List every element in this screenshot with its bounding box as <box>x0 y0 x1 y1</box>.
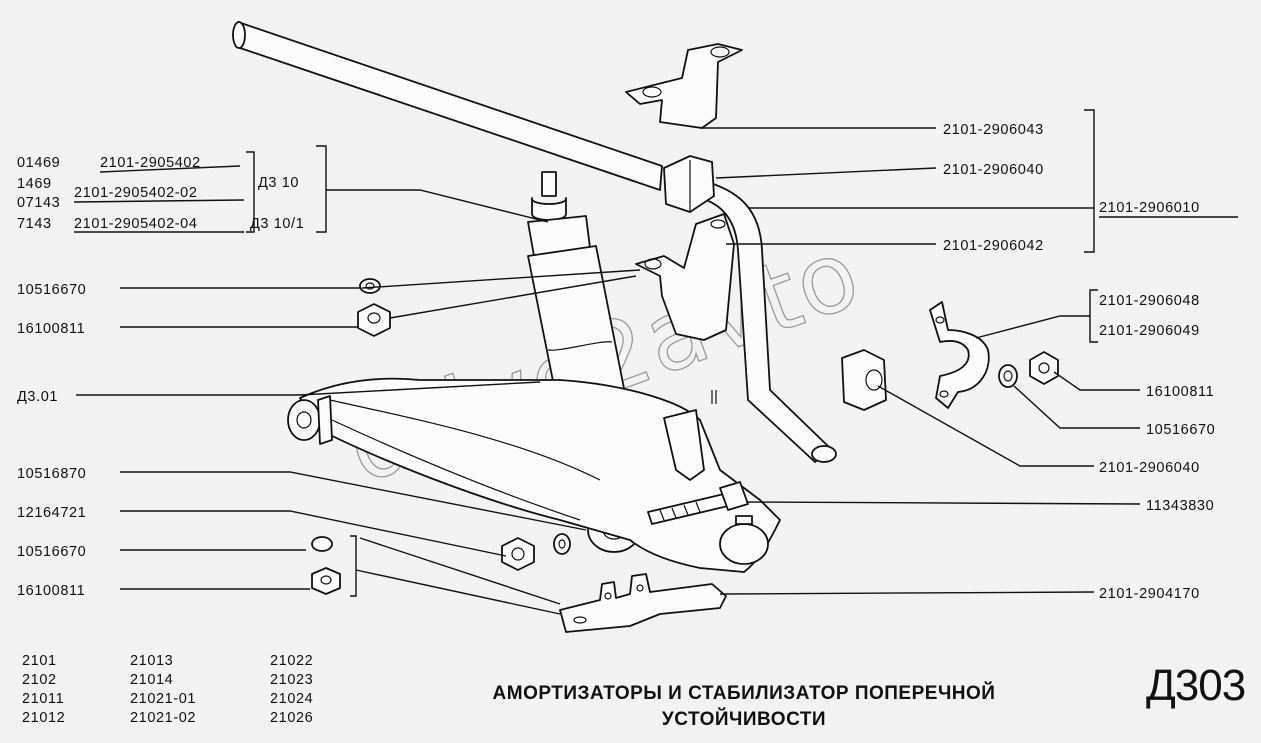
model-1469: 1469 <box>17 176 52 192</box>
model-7143: 7143 <box>17 216 52 232</box>
arm-washer <box>553 533 571 555</box>
shock-part-2905402: 2101-2905402 <box>100 155 201 171</box>
model-cell: 21014 <box>130 672 173 688</box>
label-10516670-lower: 10516670 <box>17 544 86 560</box>
model-01469: 01469 <box>17 155 60 171</box>
label-2101-2904170: 2101-2904170 <box>1099 586 1200 602</box>
label-12164721: 12164721 <box>17 505 86 521</box>
label-16100811-right: 16100811 <box>1146 384 1214 400</box>
arm-pin <box>663 390 717 481</box>
model-cell: 21022 <box>270 653 313 669</box>
shock-part-2905402-04: 2101-2905402-04 <box>74 216 198 232</box>
model-cell: 21013 <box>130 653 173 669</box>
lower-clamp-bracket <box>635 213 735 341</box>
right-clamp-bracket <box>929 301 990 409</box>
label-2101-2906040-lower: 2101-2906040 <box>1099 460 1200 476</box>
upper-left-washer <box>359 278 381 294</box>
left-item-labels: 10516670 16100811 Д3.01 10516870 1216472… <box>17 282 86 599</box>
model-cell: 21024 <box>270 691 313 707</box>
model-list: 2101 21013 21022 2102 21014 21023 21011 … <box>22 653 313 726</box>
page-title-line-1: АМОРТИЗАТОРЫ И СТАБИЛИЗАТОР ПОПЕРЕЧНОЙ <box>493 682 996 704</box>
lower-left-nut <box>311 567 341 595</box>
label-11343830: 11343830 <box>1146 498 1214 514</box>
shock-group-labels: 01469 1469 07143 7143 2101-2905402 2101-… <box>17 155 304 233</box>
model-07143: 07143 <box>17 195 60 211</box>
model-cell: 21011 <box>22 691 64 707</box>
link-bolt <box>647 481 749 525</box>
arm-nut <box>501 537 535 571</box>
label-10516870: 10516870 <box>17 466 86 482</box>
label-16100811-upper: 16100811 <box>17 321 85 337</box>
model-cell: 21021-02 <box>130 710 196 726</box>
label-2101-2906049: 2101-2906049 <box>1099 323 1200 339</box>
right-item-labels: 2101-2906043 2101-2906040 2101-2906042 2… <box>943 122 1238 602</box>
upper-clamp-bracket <box>625 43 743 129</box>
leader-lines <box>76 109 1141 615</box>
label-10516670-upper: 10516670 <box>17 282 86 298</box>
right-washer <box>998 364 1018 388</box>
right-nut <box>1029 351 1059 385</box>
model-cell: 21021-01 <box>130 691 196 707</box>
ref-d3-10: Д3 10 <box>258 175 299 191</box>
lower-left-washer <box>311 536 333 552</box>
label-2101-2906042: 2101-2906042 <box>943 238 1044 254</box>
page-code: Д303 <box>1146 661 1245 710</box>
ref-d3-10-1: Д3 10/1 <box>250 216 304 232</box>
stabilizer-cushion <box>663 155 715 213</box>
ball-joint <box>719 515 769 565</box>
model-cell: 21012 <box>22 710 65 726</box>
upper-left-nut <box>357 303 391 337</box>
stabilizer-link-cushion <box>841 349 887 411</box>
label-2101-2906040-top: 2101-2906040 <box>943 162 1044 178</box>
model-cell: 2101 <box>22 653 57 669</box>
label-d3-01: Д3.01 <box>17 389 58 405</box>
label-10516670-right: 10516670 <box>1146 422 1215 438</box>
stabilizer-bar <box>232 21 837 463</box>
label-2101-2906010: 2101-2906010 <box>1099 200 1200 216</box>
page-title-line-2: УСТОЙЧИВОСТИ <box>662 708 826 730</box>
lower-shock-bracket <box>559 573 727 633</box>
model-cell: 2102 <box>22 672 57 688</box>
label-2101-2906048: 2101-2906048 <box>1099 293 1200 309</box>
label-16100811-lower: 16100811 <box>17 583 85 599</box>
model-cell: 21023 <box>270 672 313 688</box>
shock-part-2905402-02: 2101-2905402-02 <box>74 185 198 201</box>
model-cell: 21026 <box>270 710 313 726</box>
label-2101-2906043: 2101-2906043 <box>943 122 1044 138</box>
